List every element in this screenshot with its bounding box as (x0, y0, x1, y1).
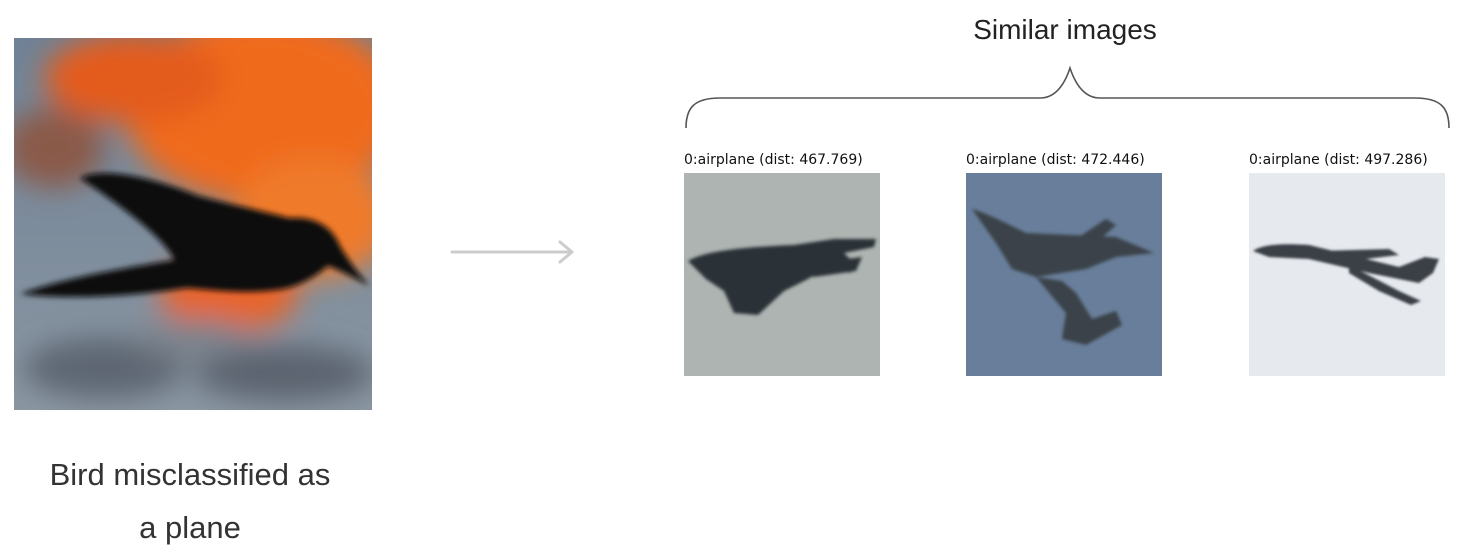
similar-image-1-label: 0:airplane (dist: 467.769) (684, 152, 863, 168)
query-caption-line-2: a plane (139, 510, 241, 545)
similar-image-3: 0:airplane (dist: 497.286) (1249, 150, 1449, 376)
similar-image-2: 0:airplane (dist: 472.446) (966, 150, 1166, 376)
right-arrow-icon (450, 240, 574, 264)
curly-brace-icon (685, 65, 1450, 129)
query-image-bird (14, 38, 372, 410)
similar-images-title: Similar images (973, 14, 1157, 45)
similar-image-3-label: 0:airplane (dist: 497.286) (1249, 152, 1428, 168)
airplane-thumbnail-2 (966, 173, 1162, 376)
query-caption: Bird misclassified as a plane (0, 448, 380, 554)
query-caption-line-1: Bird misclassified as (49, 457, 331, 492)
airplane-thumbnail-1 (684, 173, 880, 376)
similar-image-2-label: 0:airplane (dist: 472.446) (966, 152, 1145, 168)
airplane-thumbnail-3 (1249, 173, 1445, 376)
similar-image-1: 0:airplane (dist: 467.769) (684, 150, 884, 376)
